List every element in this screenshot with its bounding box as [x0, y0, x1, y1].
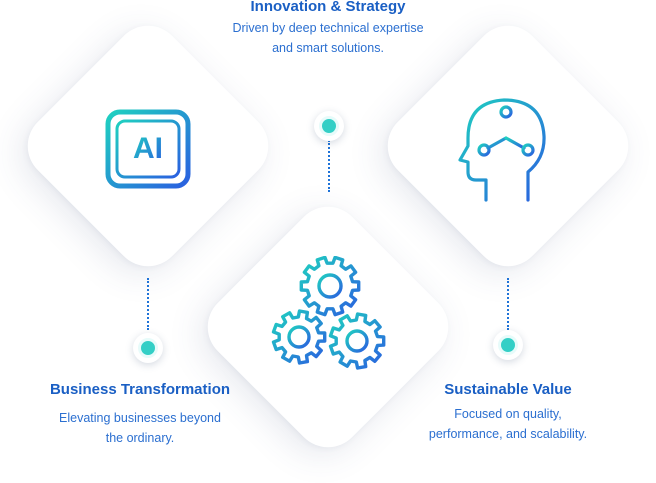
sustainable-desc-line-1: Focused on quality,: [454, 407, 562, 421]
innovation-title: Innovation & Strategy: [250, 0, 406, 15]
ai-chip-icon: AI: [92, 100, 204, 198]
connector-innovation: [328, 140, 330, 192]
sustainable-desc-line-2: performance, and scalability.: [428, 427, 588, 441]
gear-left-hub: [287, 325, 311, 349]
business-marker-dot: [133, 333, 163, 363]
business-description: Elevating businesses beyond the ordinary…: [20, 408, 260, 448]
gear-right-hub: [345, 329, 369, 353]
sustainable-description: Focused on quality, performance, and sca…: [378, 404, 638, 444]
gear-top-hub: [317, 273, 343, 299]
innovation-marker-dot: [314, 111, 344, 141]
connector-business: [147, 278, 149, 330]
innovation-description: Driven by deep technical expertise and s…: [180, 18, 476, 58]
gear-top: [299, 256, 361, 317]
innovation-desc-line-1: Driven by deep technical expertise: [232, 21, 424, 35]
business-title: Business Transformation: [49, 381, 231, 398]
gears-icon: [271, 256, 389, 374]
brain-head-icon: [448, 94, 548, 204]
business-desc-line-1: Elevating businesses beyond: [59, 411, 221, 425]
gear-left: [271, 309, 327, 365]
gear-right: [328, 312, 386, 370]
connector-sustainable: [507, 278, 509, 330]
innovation-desc-line-2: and smart solutions.: [272, 41, 384, 55]
ai-chip-label: AI: [133, 132, 163, 165]
sustainable-marker-dot: [493, 330, 523, 360]
sustainable-title: Sustainable Value: [444, 381, 572, 398]
business-desc-line-2: the ordinary.: [105, 431, 175, 445]
